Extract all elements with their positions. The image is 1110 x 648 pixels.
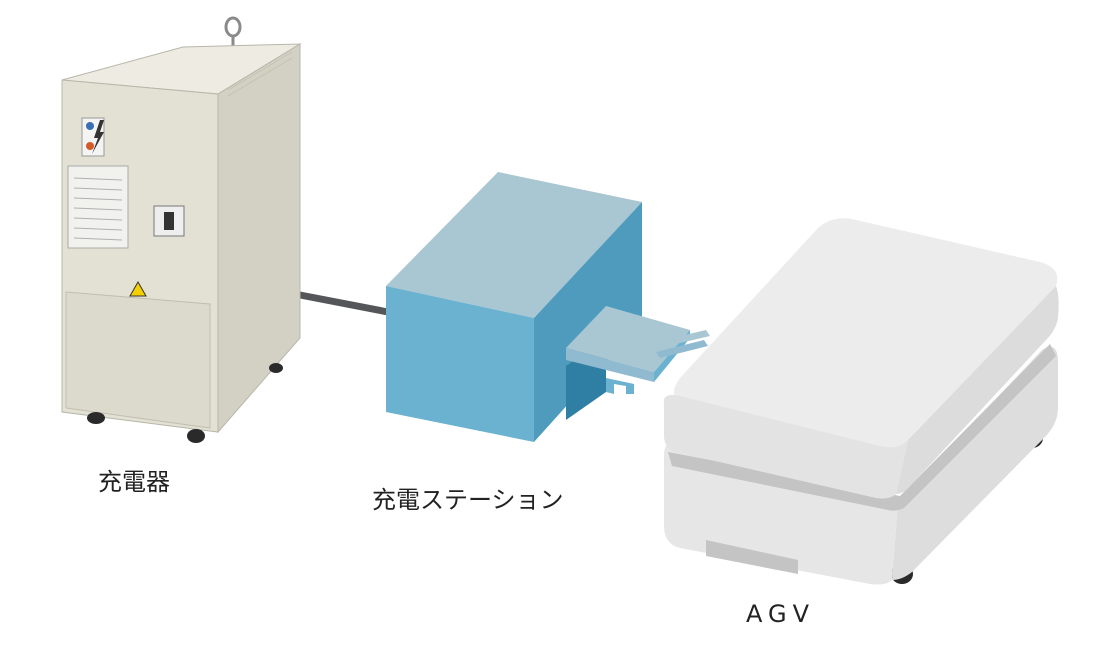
power-switch bbox=[153, 205, 185, 237]
charging-station-label: 充電ステーション bbox=[372, 486, 564, 514]
connector-pin bbox=[656, 340, 708, 358]
charger-unit bbox=[61, 16, 302, 443]
charger-label: 充電器 bbox=[98, 468, 170, 496]
agv-vent bbox=[706, 540, 798, 574]
agv-vehicle bbox=[663, 218, 1059, 585]
agv-label: AGV bbox=[746, 600, 816, 628]
charging-station bbox=[386, 172, 710, 442]
station-front bbox=[386, 286, 534, 442]
charger-lower-panel bbox=[65, 291, 211, 429]
agv-lid-top bbox=[673, 218, 1058, 448]
lightning-mark-icon bbox=[92, 120, 104, 154]
connector-bracket bbox=[606, 378, 634, 394]
instruction-sticker bbox=[67, 165, 129, 249]
connector-pin bbox=[672, 330, 710, 344]
agv-lid-front bbox=[663, 395, 908, 499]
agv-lower-side bbox=[892, 346, 1058, 580]
agv-lid-side bbox=[896, 286, 1059, 494]
station-side bbox=[534, 202, 642, 442]
caution-triangle-icon bbox=[129, 280, 147, 297]
power-cable bbox=[296, 291, 392, 316]
station-top bbox=[386, 172, 642, 318]
charger-side bbox=[217, 43, 301, 434]
caster-wheel-icon bbox=[87, 363, 283, 443]
